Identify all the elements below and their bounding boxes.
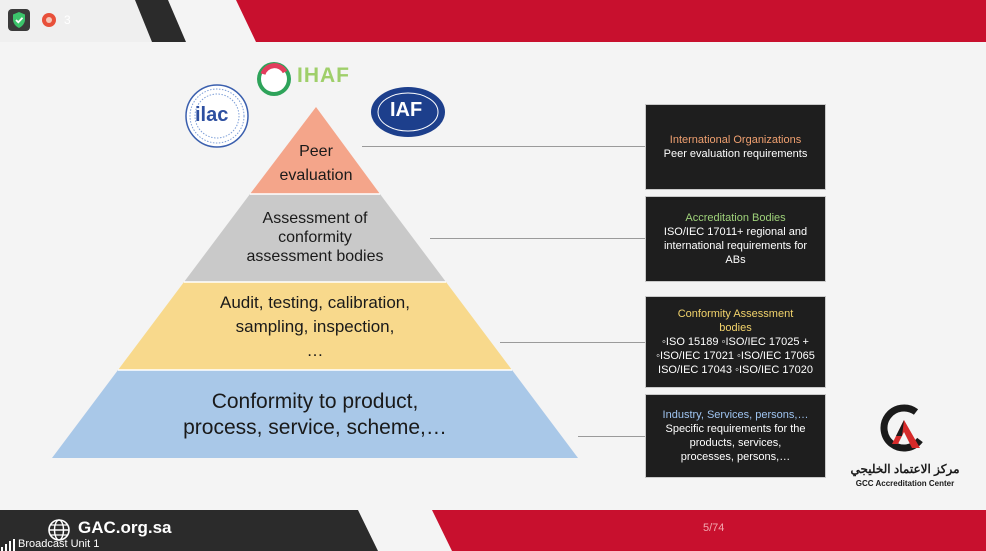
box-heading: Conformity Assessment bodies [652,307,819,335]
box-heading: International Organizations [652,133,819,147]
connector-line [500,342,645,343]
gcc-arabic-name: مركز الاعتماد الخليجي [840,462,970,476]
tier-label-assessment: Assessment of conformity assessment bodi… [210,209,420,266]
network-status: Broadcast Unit 1 [0,538,99,551]
tier-label-audit: Audit, testing, calibration, sampling, i… [170,291,460,363]
connector-line [362,146,645,147]
box-heading: Industry, Services, persons,… [652,408,819,422]
connector-line [578,436,645,437]
signal-bars-icon [0,539,18,551]
network-label: Broadcast Unit 1 [18,538,99,551]
box-body: Peer evaluation requirements [652,147,819,161]
tier-label-conformity: Conformity to product, process, service,… [110,389,520,441]
box-body: Specific requirements for the products, … [652,422,819,464]
description-box-industry: Industry, Services, persons,… Specific r… [645,394,826,478]
description-box-conformity-bodies: Conformity Assessment bodies ◦ISO 15189 … [645,296,826,388]
connector-line [430,238,645,239]
box-body: ◦ISO 15189 ◦ISO/IEC 17025 + ◦ISO/IEC 170… [652,335,819,377]
box-heading: Accreditation Bodies [652,211,819,225]
website-link[interactable]: GAC.org.sa [78,518,172,538]
box-body: ISO/IEC 17011+ regional and internationa… [652,225,819,267]
description-box-accreditation: Accreditation Bodies ISO/IEC 17011+ regi… [645,196,826,282]
gcc-english-name: GCC Accreditation Center [840,479,970,488]
description-box-international: International Organizations Peer evaluat… [645,104,826,190]
gcc-emblem-icon [874,400,934,460]
page-number: 5/74 [703,522,724,534]
gcc-accreditation-logo: مركز الاعتماد الخليجي GCC Accreditation … [840,400,970,492]
tier-label-peer: Peer evaluation [256,140,376,188]
